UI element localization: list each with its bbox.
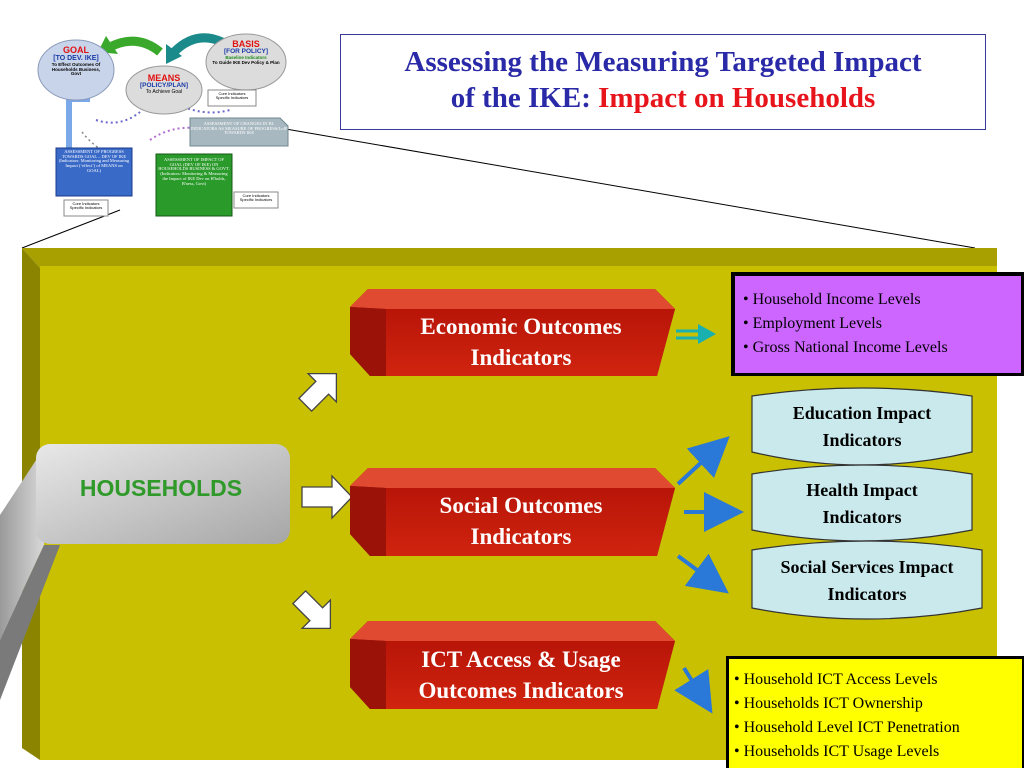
economic-outcomes-label: Economic Outcomes Indicators (386, 311, 656, 373)
households-beam (0, 448, 60, 700)
basis-desc1: Baseline Indicators (225, 55, 267, 61)
arrow-social-to-services (676, 553, 729, 594)
economic-outcomes-hexagon (350, 289, 675, 376)
economic-outcomes-line2: Indicators (470, 345, 572, 370)
means-title: MEANS (147, 73, 181, 83)
goal-circle (37, 39, 115, 101)
specific-indicators-label: Specific Indicators (215, 95, 249, 101)
arrow-social-to-education (676, 436, 730, 486)
social-outcomes-line2: Indicators (470, 524, 572, 549)
page-title: Assessing the Measuring Targeted Impact … (341, 44, 985, 116)
core-note-top (207, 89, 257, 107)
arrow-ict-to-list (674, 666, 713, 714)
social-outcomes-label: Social Outcomes Indicators (386, 490, 656, 552)
title-line-2-prefix: of the IKE: (450, 82, 599, 114)
means-desc: To Achieve Goal (145, 89, 183, 96)
means-label: MEANS [POLICY/PLAN] To Achieve Goal (128, 73, 200, 96)
households-box (36, 444, 290, 544)
health-line1: Health Impact (806, 480, 918, 500)
core-note-left (63, 199, 109, 217)
social-services-impact-label: Social Services Impact Indicators (752, 554, 982, 608)
social-scrolls (751, 387, 983, 620)
core-indicators-label: Core Indicators (218, 91, 246, 96)
core-indicators-label: Core Indicators (72, 201, 100, 206)
arrow-to-ict (291, 589, 332, 630)
specific-indicators-label: Specific Indicators (69, 205, 103, 211)
list-item: Gross National Income Levels (743, 336, 948, 360)
education-line2: Indicators (822, 430, 902, 450)
core-note-top-text: Core Indicators Specific Indicators (208, 91, 256, 101)
households-label: HOUSEHOLDS (79, 475, 243, 501)
goal-title: GOAL (63, 45, 89, 55)
goal-sub: [TO DEV. IKE] (53, 55, 99, 63)
goal-desc: To Effect Outcomes Of Households Busines… (51, 61, 101, 77)
outcome-shapes (350, 289, 675, 709)
economic-indicator-list: Household Income Levels Employment Level… (743, 288, 948, 360)
services-line2: Indicators (827, 584, 907, 604)
title-line-2: of the IKE: Impact on Households (341, 80, 985, 116)
framework-thumbnail (37, 33, 289, 217)
ict-outcomes-label: ICT Access & Usage Outcomes Indicators (386, 644, 656, 706)
households-arrows (291, 372, 353, 630)
core-note-right-text: Core Indicators Specific Indicators (234, 193, 278, 203)
basis-desc2: To Guide IKE Dev Policy & Plan (212, 59, 280, 65)
ict-outcomes-line2: Outcomes Indicators (418, 678, 624, 703)
means-sub: [POLICY/PLAN] (139, 82, 189, 90)
health-line2: Indicators (822, 507, 902, 527)
changes-box-text: ASSESSMENT OF CHANGES IN BL INDICATORS A… (190, 121, 288, 136)
core-note-left-text: Core Indicators Specific Indicators (64, 201, 108, 211)
arrow-to-social (301, 474, 353, 520)
education-scroll (751, 387, 973, 466)
impact-box (155, 153, 233, 217)
title-highlight: Impact on Households (598, 82, 876, 114)
teal-curved-arrow-icon (170, 33, 224, 56)
changes-box (189, 117, 289, 147)
ict-outcomes-line1: ICT Access & Usage (421, 647, 621, 672)
title-line-1: Assessing the Measuring Targeted Impact (404, 46, 922, 78)
list-item: Household Income Levels (743, 288, 948, 312)
health-impact-label: Health Impact Indicators (752, 477, 972, 531)
basis-label: BASIS [FOR POLICY] Baseline Indicators T… (210, 39, 282, 66)
core-indicators-label: Core Indicators (242, 193, 270, 198)
list-item: Employment Levels (743, 312, 948, 336)
ict-indicator-list: Household ICT Access Levels Households I… (734, 668, 960, 764)
progress-box-text: ASSESSMENT OF PROGRESS TOWARDS GOAL – DE… (58, 149, 130, 173)
education-impact-label: Education Impact Indicators (752, 400, 972, 454)
means-circle (125, 65, 203, 115)
green-curved-arrow-icon (110, 36, 163, 56)
health-scroll (751, 464, 973, 542)
social-outcomes-line1: Social Outcomes (439, 493, 603, 518)
title-box: Assessing the Measuring Targeted Impact … (340, 34, 986, 130)
arrow-economic-to-list (676, 324, 716, 344)
list-item: Households ICT Ownership (734, 692, 960, 716)
education-line1: Education Impact (792, 403, 932, 423)
progress-box (55, 147, 133, 197)
basis-title: BASIS (232, 39, 260, 49)
services-line1: Social Services Impact (780, 557, 954, 577)
economic-outcomes-line1: Economic Outcomes (420, 314, 622, 339)
impact-box-text: ASSESSMENT OF IMPACT OF GOAL (DEV OF IKE… (158, 157, 230, 186)
goal-label: GOAL [TO DEV. IKE] To Effect Outcomes Of… (40, 45, 112, 77)
basis-sub: [FOR POLICY] (223, 48, 269, 56)
arrow-to-economic (297, 372, 338, 413)
specific-indicators-label: Specific Indicators (239, 197, 273, 203)
output-arrows (674, 324, 744, 714)
services-scroll (751, 540, 983, 620)
list-item: Households ICT Usage Levels (734, 740, 960, 764)
social-outcomes-hexagon (350, 468, 675, 556)
list-item: Household ICT Access Levels (734, 668, 960, 692)
list-item: Household Level ICT Penetration (734, 716, 960, 740)
ict-outcomes-hexagon (350, 621, 675, 709)
core-note-right (233, 191, 279, 209)
